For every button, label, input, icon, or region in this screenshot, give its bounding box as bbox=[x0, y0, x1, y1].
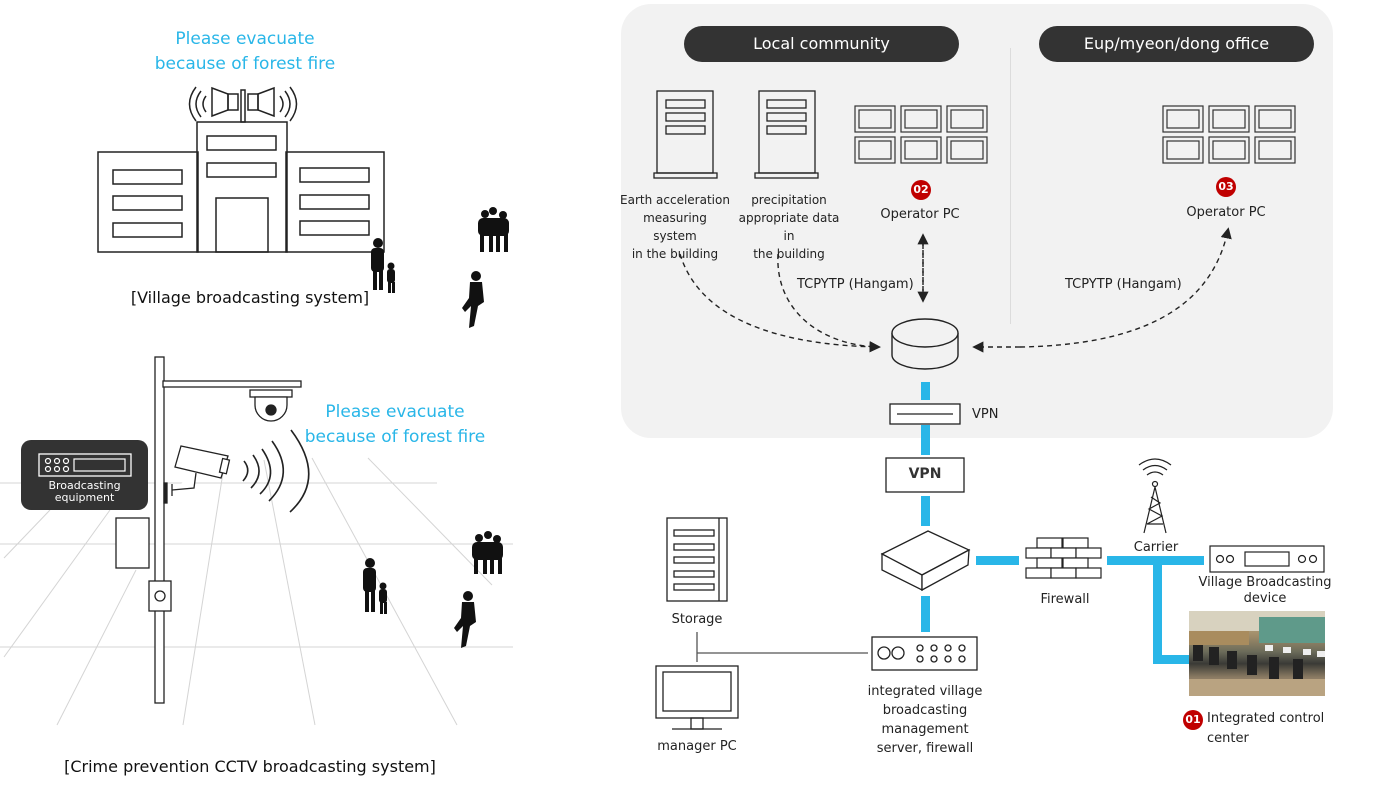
server-label-line1: integrated village bbox=[867, 684, 983, 699]
vpn-box bbox=[885, 457, 965, 493]
storage-label: Storage bbox=[671, 612, 723, 627]
village-announcement: Please evacuate because of forest fire bbox=[120, 27, 370, 77]
firewall-icon bbox=[1025, 537, 1102, 579]
cctv-caption: [Crime prevention CCTV broadcasting syst… bbox=[64, 757, 436, 776]
monitor-wall-icon bbox=[854, 105, 988, 164]
management-server-icon bbox=[871, 636, 978, 671]
earth-acceleration-label: Earth acceleration measuring system in t… bbox=[620, 191, 730, 263]
sensor-server-icon bbox=[653, 90, 718, 179]
storage-icon bbox=[666, 517, 728, 602]
broadcast-device-icon bbox=[37, 453, 132, 477]
precipitation-line1: precipitation bbox=[751, 193, 827, 207]
dome-camera-icon bbox=[249, 389, 293, 422]
loudspeaker-icon bbox=[188, 86, 298, 123]
broadcasting-equipment: Broadcasting equipment bbox=[21, 440, 148, 510]
database-icon bbox=[891, 318, 959, 370]
village-broadcast-device-icon bbox=[1209, 545, 1325, 573]
control-room-image bbox=[1189, 611, 1325, 696]
firewall-label: Firewall bbox=[1040, 592, 1090, 607]
section-local-community: Local community bbox=[684, 26, 959, 62]
network-panel bbox=[621, 4, 1333, 438]
village-device-line1: Village Broadcasting bbox=[1198, 575, 1332, 590]
earth-acceleration-line3: in the building bbox=[631, 247, 719, 261]
village-device-label: Village Broadcasting device bbox=[1190, 575, 1340, 607]
section-office: Eup/myeon/dong office bbox=[1039, 26, 1314, 62]
server-label-line3: server, firewall bbox=[876, 741, 974, 756]
server-label: integrated village broadcasting manageme… bbox=[840, 682, 1010, 758]
operator-pc-02-label: Operator PC bbox=[880, 207, 960, 222]
earth-acceleration-line2: measuring system bbox=[643, 211, 707, 243]
cctv-announcement-line1: Please evacuate bbox=[325, 402, 465, 422]
vpn-box-label: VPN bbox=[908, 466, 942, 482]
protocol-label-left: TCPYTP (Hangam) bbox=[797, 277, 914, 292]
operator-pc-03-label: Operator PC bbox=[1186, 205, 1266, 220]
server-label-line2: broadcasting management bbox=[881, 703, 969, 737]
sound-wave-icon bbox=[242, 429, 310, 513]
village-device-line2: device bbox=[1243, 591, 1287, 606]
cctv-announcement-line2: because of forest fire bbox=[304, 427, 486, 447]
manager-pc-label: manager PC bbox=[657, 739, 737, 754]
section-divider bbox=[1010, 48, 1011, 324]
carrier-label: Carrier bbox=[1133, 540, 1179, 555]
control-center-label: Integrated control center bbox=[1207, 709, 1347, 749]
precipitation-line2: appropriate data in bbox=[738, 211, 840, 243]
equipment-label-line1: Broadcasting bbox=[48, 479, 121, 492]
badge-03: 03 bbox=[1216, 177, 1236, 197]
village-announcement-line1: Please evacuate bbox=[175, 29, 315, 49]
lan-link bbox=[696, 632, 868, 662]
monitor-wall-icon bbox=[1162, 105, 1296, 164]
switch-icon bbox=[880, 530, 971, 592]
village-caption: [Village broadcasting system] bbox=[130, 288, 370, 307]
carrier-tower-icon bbox=[1138, 458, 1172, 534]
control-center-line2: center bbox=[1207, 731, 1249, 746]
control-center-photo bbox=[1189, 611, 1325, 696]
village-announcement-line2: because of forest fire bbox=[154, 54, 336, 74]
building-icon bbox=[97, 121, 385, 253]
equipment-label-line2: equipment bbox=[54, 491, 115, 504]
people-silhouette-icon bbox=[363, 531, 503, 648]
badge-02: 02 bbox=[911, 180, 931, 200]
precipitation-line3: the building bbox=[753, 247, 825, 261]
cctv-camera-icon bbox=[171, 445, 231, 496]
precipitation-label: precipitation appropriate data in the bu… bbox=[734, 191, 844, 263]
control-center-line1: Integrated control bbox=[1207, 711, 1325, 726]
protocol-label-right: TCPYTP (Hangam) bbox=[1065, 277, 1182, 292]
people-silhouette-icon bbox=[371, 207, 509, 328]
earth-acceleration-line1: Earth acceleration bbox=[620, 193, 730, 207]
pole-icon bbox=[115, 356, 302, 704]
data-flow-arrows bbox=[679, 227, 1232, 353]
vpn-small-label: VPN bbox=[972, 407, 999, 422]
precipitation-server-icon bbox=[754, 90, 819, 179]
network-links bbox=[921, 382, 1204, 664]
manager-pc-icon bbox=[655, 665, 739, 730]
cctv-announcement: Please evacuate because of forest fire bbox=[290, 400, 500, 450]
badge-01: 01 bbox=[1183, 710, 1203, 730]
